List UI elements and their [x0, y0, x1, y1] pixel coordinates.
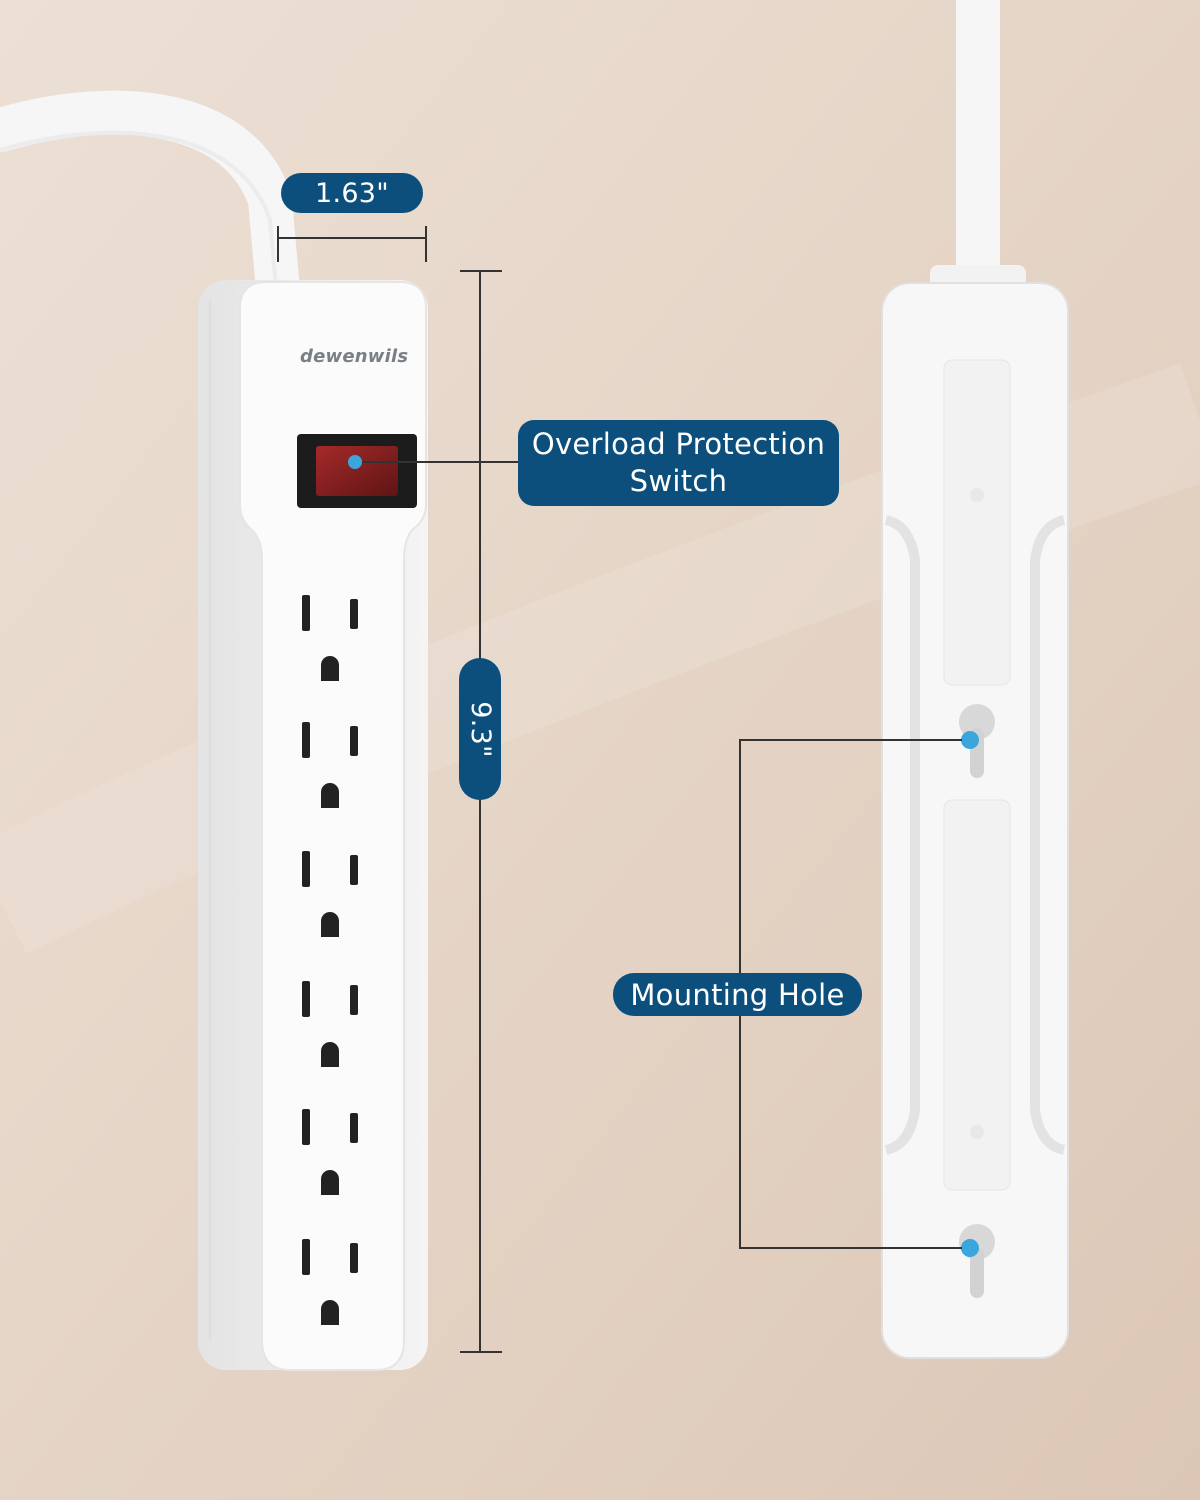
overload-switch-label-line1: Overload Protection — [531, 427, 826, 461]
power-cord-left — [0, 90, 300, 312]
overload-switch-label-line2: Switch — [629, 464, 728, 498]
mounting-hole-icon — [959, 704, 995, 778]
width-dimension-line — [277, 226, 427, 262]
height-label-text: 9.3" — [464, 700, 496, 758]
overload-switch-label: Overload Protection Switch — [518, 420, 839, 506]
width-label: 1.63" — [281, 173, 423, 213]
brand-logo: dewenwils — [300, 346, 409, 367]
mounting-leader-lines — [739, 739, 962, 1249]
power-strip-back — [881, 282, 1069, 1359]
height-label: 9.3" — [459, 658, 501, 800]
mounting-hole-icon — [959, 1224, 995, 1298]
power-switch-icon[interactable] — [297, 434, 417, 508]
mounting-hole-label: Mounting Hole — [613, 973, 862, 1016]
height-dimension-line — [460, 270, 502, 1353]
power-strip-front — [198, 280, 428, 1371]
